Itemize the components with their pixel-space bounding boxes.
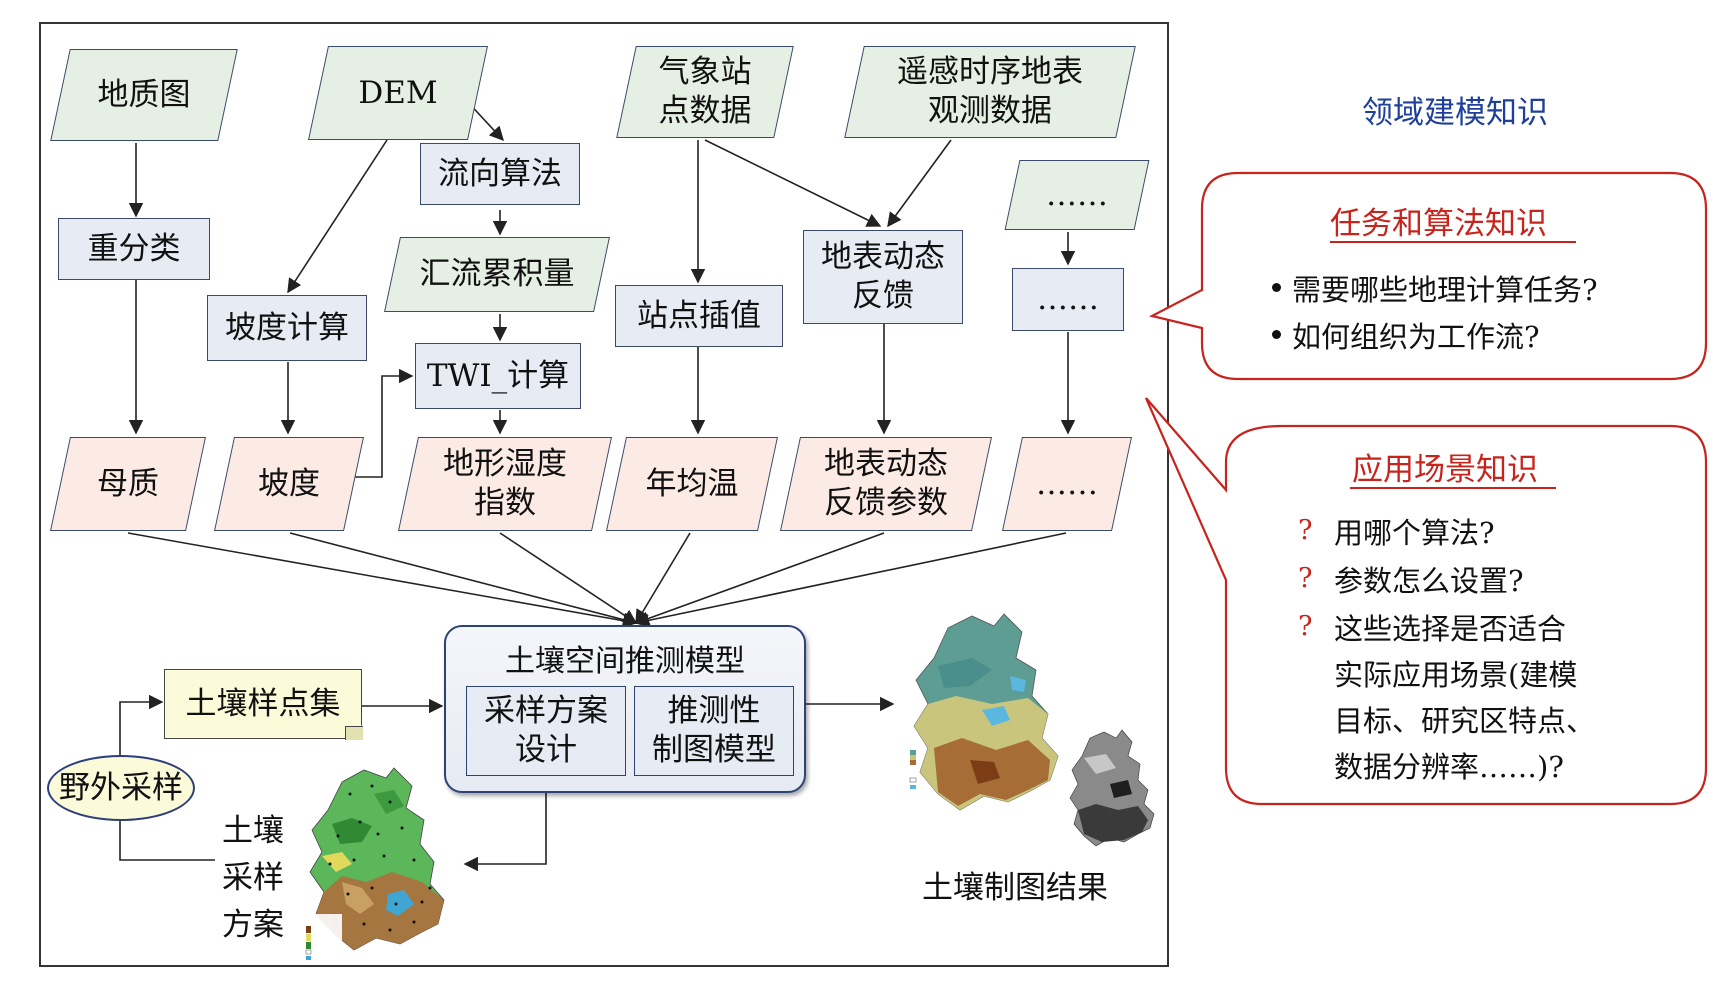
- input-more: ……: [1004, 160, 1150, 230]
- output-feedback-params: 地表动态 反馈参数: [780, 437, 992, 531]
- twi-calc-label: TWI_计算: [426, 357, 570, 394]
- sampling-design-label: 采样方案 设计: [484, 693, 608, 768]
- arrow-twi-out-to-model: [499, 532, 638, 624]
- task-bullet-2-dot: [1272, 330, 1281, 339]
- field-sampling-label: 野外采样: [59, 769, 183, 806]
- process-more-label: ……: [1037, 281, 1099, 318]
- output-more: ……: [1002, 437, 1132, 531]
- mapping-result-map: [909, 613, 1059, 811]
- scene-question-3: 这些选择是否适合 实际应用场景(建模 目标、研究区特点、 数据分辨率……)?: [1334, 612, 1596, 784]
- parent-material-label: 母质: [97, 465, 159, 502]
- input-dem: DEM: [308, 46, 488, 140]
- question-mark-1: ?: [1298, 515, 1313, 546]
- task-bullet-1-dot: [1272, 283, 1281, 292]
- task-knowledge-title: 任务和算法知识: [1330, 206, 1547, 242]
- slope-label: 坡度: [258, 465, 320, 502]
- process-slope-calc: 坡度计算: [207, 295, 367, 361]
- process-reclassify: 重分类: [58, 218, 210, 280]
- callout-scene-balloon: [1144, 397, 1708, 806]
- mapping-result-label: 土壤制图结果: [922, 870, 1108, 906]
- scene-question-2: 参数怎么设置?: [1334, 564, 1524, 598]
- field-sampling: 野外采样: [47, 755, 195, 821]
- arrow-more-out-to-model: [634, 532, 1067, 628]
- task-bullet-2: 如何组织为工作流?: [1292, 320, 1540, 354]
- input-more-label: ……: [1046, 176, 1108, 213]
- flow-direction-label: 流向算法: [438, 155, 562, 192]
- flow-accumulation-label: 汇流累积量: [419, 256, 575, 293]
- main-frame: [39, 22, 1169, 967]
- input-remote-sensing: 遥感时序地表 观测数据: [844, 46, 1136, 138]
- arrow-temp-to-model: [635, 532, 691, 625]
- output-parent-material: 母质: [50, 437, 206, 531]
- sampling-plan-label: 土壤 采样 方案: [222, 813, 284, 943]
- process-twi-calc: TWI_计算: [415, 343, 581, 409]
- question-mark-2: ?: [1298, 563, 1313, 594]
- callout-task-balloon: [1148, 171, 1708, 381]
- sampling-plan-map: [302, 767, 445, 964]
- sample-set-label: 土壤样点集: [185, 685, 341, 722]
- remote-sensing-label: 遥感时序地表 观测数据: [897, 54, 1083, 129]
- reclassify-label: 重分类: [87, 230, 181, 267]
- model-title: 土壤空间推测模型: [505, 644, 745, 679]
- arrow-slope-to-twi: [352, 368, 414, 478]
- scene-title-underline: [1350, 487, 1556, 489]
- process-station-interp: 站点插值: [615, 285, 783, 347]
- task-bullet-1: 需要哪些地理计算任务?: [1292, 273, 1598, 307]
- input-weather-station: 气象站 点数据: [616, 46, 794, 138]
- weather-station-label: 气象站 点数据: [658, 54, 752, 129]
- twi-label: 地形湿度 指数: [443, 446, 567, 521]
- task-title-underline: [1330, 241, 1576, 243]
- arrow-parent-to-model: [127, 532, 638, 628]
- output-twi: 地形湿度 指数: [398, 437, 612, 531]
- process-more: ……: [1012, 268, 1124, 331]
- feedback-params-label: 地表动态 反馈参数: [824, 446, 948, 521]
- dem-label: DEM: [358, 74, 438, 111]
- arrow-design-to-plan: [463, 776, 547, 872]
- inference-model-label: 推测性 制图模型: [652, 693, 776, 768]
- station-interp-label: 站点插值: [637, 297, 761, 334]
- mapping-uncertainty-map: [1066, 728, 1162, 854]
- intermediate-flow-accumulation: 汇流累积量: [384, 237, 610, 312]
- scene-question-1: 用哪个算法?: [1334, 516, 1495, 550]
- note-fold-corner: [345, 726, 363, 740]
- question-mark-3: ?: [1298, 611, 1313, 642]
- arrow-dem-to-slope: [287, 139, 388, 294]
- output-more-label: ……: [1036, 465, 1098, 502]
- annual-temp-label: 年均温: [645, 465, 739, 502]
- model-inference: 推测性 制图模型: [634, 686, 794, 776]
- geology-map-label: 地质图: [97, 76, 191, 113]
- arrow-plan-back-to-field: [119, 821, 215, 861]
- process-surface-feedback: 地表动态 反馈: [803, 230, 963, 324]
- process-flow-direction: 流向算法: [420, 143, 580, 205]
- soil-sample-set: 土壤样点集: [164, 669, 363, 740]
- arrow-field-to-samples: [119, 694, 164, 755]
- domain-knowledge-title: 领域建模知识: [1362, 95, 1548, 131]
- arrow-params-to-model: [634, 532, 885, 626]
- arrow-station-to-feedback: [704, 139, 882, 227]
- output-annual-temp: 年均温: [606, 437, 778, 531]
- model-sampling-design: 采样方案 设计: [466, 686, 626, 776]
- arrow-remote-to-feedback: [887, 139, 952, 228]
- scene-knowledge-title: 应用场景知识: [1352, 452, 1538, 488]
- input-geology-map: 地质图: [50, 49, 238, 141]
- arrow-slope-out-to-model: [289, 532, 638, 627]
- surface-feedback-label: 地表动态 反馈: [821, 239, 945, 314]
- output-slope: 坡度: [214, 437, 364, 531]
- slope-calc-label: 坡度计算: [225, 309, 349, 346]
